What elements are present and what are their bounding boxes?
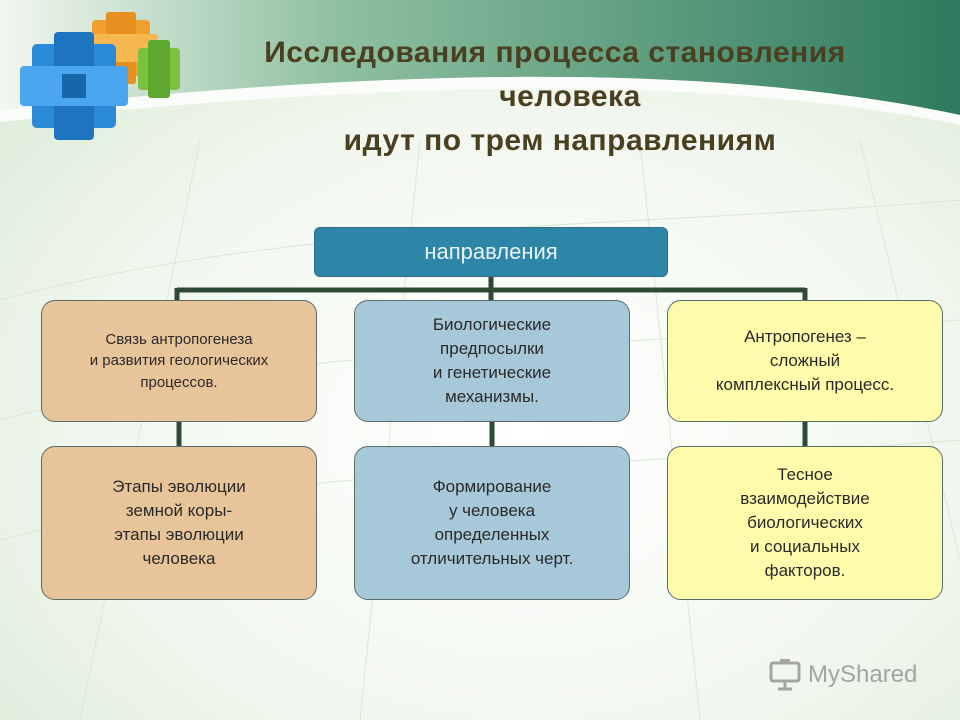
slide-title-line2: человека [499, 80, 641, 113]
node-anthropogenesis-complex: Антропогенез – сложный комплексный проце… [667, 300, 943, 422]
cubes-decoration-icon [20, 12, 180, 140]
presentation-board-icon [769, 659, 801, 691]
node-geology-link: Связь антропогенеза и развития геологиче… [41, 300, 317, 422]
root-node-directions: направления [314, 227, 668, 277]
slide-title-line3: идут по трем направлениям [343, 124, 777, 157]
watermark-logo: MyShared [768, 657, 917, 693]
watermark-text: MyShared [808, 661, 918, 688]
slide-title-line1: Исследования процесса становления [264, 36, 846, 69]
node-biological-prerequisites: Биологические предпосылки и генетические… [354, 300, 630, 422]
node-distinctive-features: Формирование у человека определенных отл… [354, 446, 630, 600]
node-bio-social-interaction: Тесное взаимодействие биологических и со… [667, 446, 943, 600]
node-evolution-stages: Этапы эволюции земной коры- этапы эволюц… [41, 446, 317, 600]
